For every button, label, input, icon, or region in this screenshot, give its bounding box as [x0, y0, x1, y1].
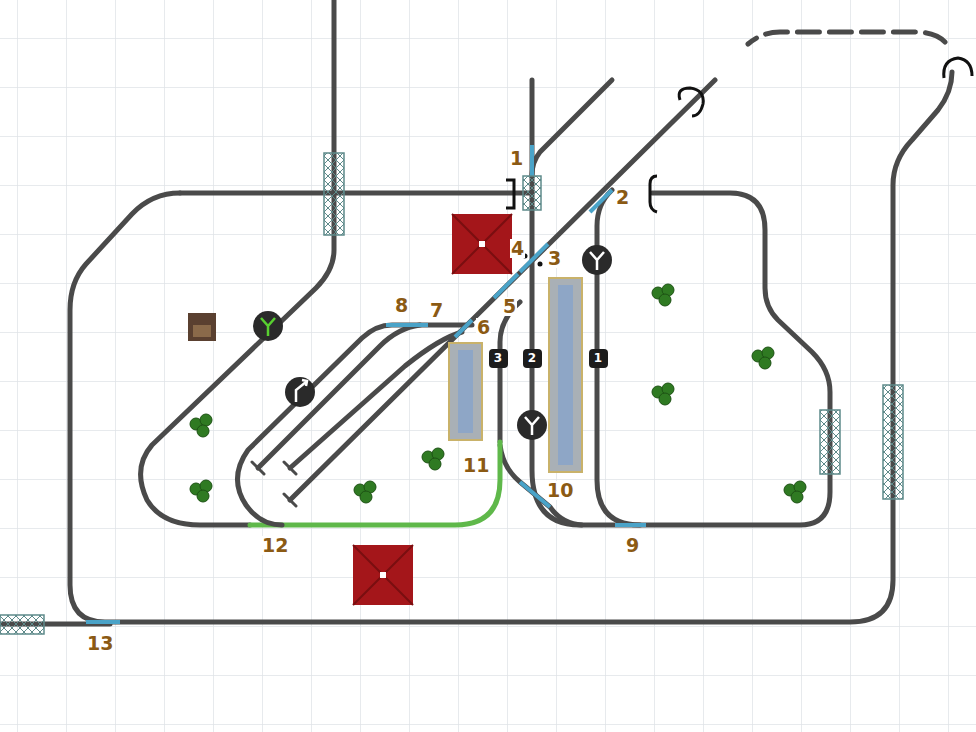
callout-number: 12 [261, 536, 289, 555]
callout-number: 2 [615, 188, 630, 207]
platform-number-badge: 1 [589, 349, 608, 368]
callout-number: 8 [394, 296, 409, 315]
callout-number: 7 [429, 301, 444, 320]
callout-number: 11 [462, 456, 490, 475]
platform-number: 3 [494, 351, 502, 365]
callout-number: 5 [502, 297, 517, 316]
building [188, 214, 512, 605]
platform-number: 2 [528, 351, 536, 365]
signal [253, 245, 612, 440]
callout-number: 9 [625, 536, 640, 555]
platform [449, 278, 582, 472]
platform-number-badge: 3 [489, 349, 508, 368]
platform-number: 1 [594, 351, 602, 365]
callout-number: 13 [86, 634, 114, 653]
tree [190, 284, 806, 503]
platform-number-badge: 2 [523, 349, 542, 368]
highlight-segments [86, 145, 646, 622]
tracks [0, 0, 952, 624]
tunnel-portal [506, 58, 972, 212]
callout-number: 10 [546, 481, 574, 500]
callout-number: 3 [547, 249, 562, 268]
bridge [0, 153, 903, 634]
callout-number: 4 [510, 239, 525, 258]
callout-number: 1 [509, 149, 524, 168]
callout-number: 6 [476, 318, 491, 337]
